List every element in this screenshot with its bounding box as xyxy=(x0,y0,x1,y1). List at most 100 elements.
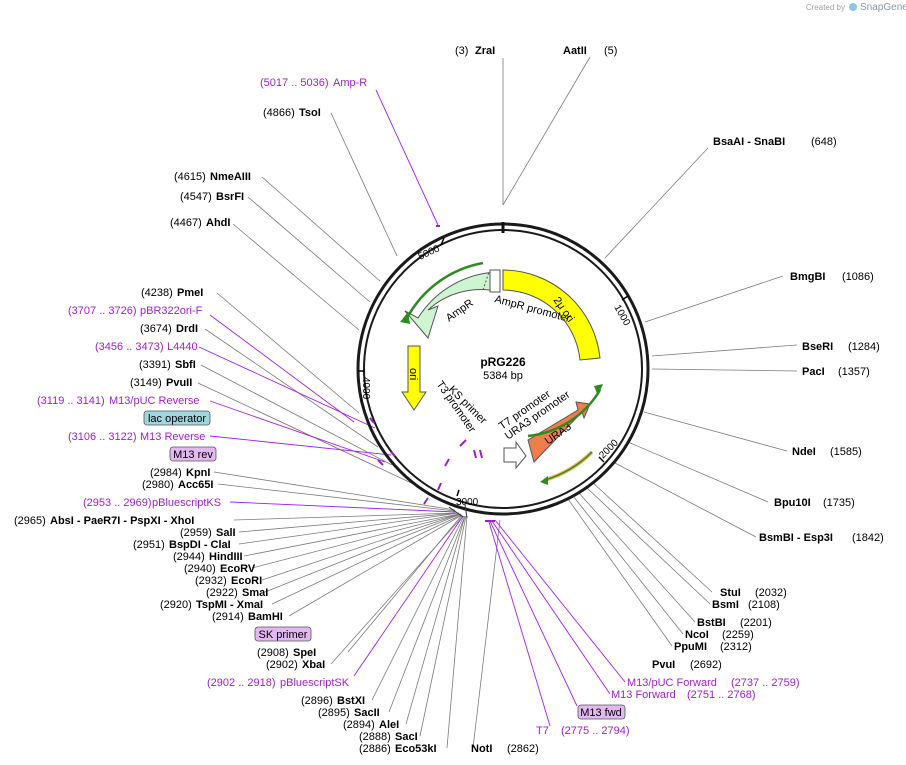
svg-text:(2108): (2108) xyxy=(748,599,780,611)
site-zrai: ZraI xyxy=(475,45,495,57)
site-pvui-right: PvuI xyxy=(652,659,675,671)
svg-text:(2862): (2862) xyxy=(507,743,539,755)
ampr-promoter-feature xyxy=(489,269,501,293)
site-ncoi: NcoI xyxy=(685,629,709,641)
feat-m13-reverse: M13 Reverse xyxy=(140,431,205,443)
svg-text:(648): (648) xyxy=(811,136,837,148)
m13-fwd-label: M13 fwd xyxy=(580,707,622,719)
svg-text:(3456 .. 3473): (3456 .. 3473) xyxy=(95,341,164,353)
site-labels: (3) ZraI AatII (5) BsaAI - SnaBI (648) B… xyxy=(14,45,884,755)
svg-text:(2312): (2312) xyxy=(720,641,752,653)
svg-text:(4547): (4547) xyxy=(180,191,212,203)
plasmid-size: 5384 bp xyxy=(483,370,523,382)
site-saci: SacI xyxy=(395,731,418,743)
svg-text:(5017 .. 5036): (5017 .. 5036) xyxy=(260,77,329,89)
svg-text:(2201): (2201) xyxy=(740,617,772,629)
svg-text:(2959): (2959) xyxy=(180,527,212,539)
two-micron-ori-feature xyxy=(502,269,601,361)
site-paci: PacI xyxy=(802,366,825,378)
svg-text:(2751 .. 2768): (2751 .. 2768) xyxy=(687,689,756,701)
svg-text:(2932): (2932) xyxy=(195,575,227,587)
svg-text:(3106 .. 3122): (3106 .. 3122) xyxy=(68,431,137,443)
site-absi-xhoi: AbsI - PaeR7I - PspXI - XhoI xyxy=(50,515,194,527)
site-bspdi-clai: BspDI - ClaI xyxy=(169,539,231,551)
svg-text:(2032): (2032) xyxy=(755,587,787,599)
ori-label: ori xyxy=(407,368,419,380)
svg-text:(5): (5) xyxy=(604,45,617,57)
arrow-feature xyxy=(503,440,527,470)
site-aatii: AatII xyxy=(563,45,587,57)
ura3-orf-arrow xyxy=(527,389,602,438)
svg-text:(2965): (2965) xyxy=(14,515,46,527)
svg-text:(3391): (3391) xyxy=(139,359,171,371)
svg-text:(2902): (2902) xyxy=(266,659,298,671)
svg-text:(4866): (4866) xyxy=(263,107,295,119)
svg-text:(2940): (2940) xyxy=(184,563,216,575)
site-ecori: EcoRI xyxy=(231,575,262,587)
primer-marks xyxy=(369,225,495,522)
svg-text:(2894): (2894) xyxy=(343,719,375,731)
site-spei: SpeI xyxy=(293,647,316,659)
sk-primer-label: SK primer xyxy=(259,629,308,641)
feat-pbluescriptsk: pBluescriptSK xyxy=(280,677,350,689)
svg-text:(2737 .. 2759): (2737 .. 2759) xyxy=(731,677,800,689)
svg-text:(2922): (2922) xyxy=(206,587,238,599)
site-sacii: SacII xyxy=(354,707,380,719)
site-eco53ki: Eco53kI xyxy=(395,743,437,755)
ampr-orf-arrow xyxy=(405,261,484,319)
svg-text:(2980): (2980) xyxy=(142,479,174,491)
svg-text:(1284): (1284) xyxy=(848,341,880,353)
m13-rev-box xyxy=(169,446,217,462)
site-bpu10i: Bpu10I xyxy=(774,497,811,509)
svg-text:(3707 .. 3726): (3707 .. 3726) xyxy=(68,305,137,317)
svg-text:(2692): (2692) xyxy=(690,659,722,671)
site-xbai: XbaI xyxy=(302,659,325,671)
svg-text:(2259): (2259) xyxy=(722,629,754,641)
site-bmgbi: BmgBI xyxy=(790,271,825,283)
ura3-promoter-bar xyxy=(544,450,594,482)
site-smai: SmaI xyxy=(242,587,268,599)
site-tspmi-xmai: TspMI - XmaI xyxy=(196,599,263,611)
site-ppumi: PpuMI xyxy=(674,641,707,653)
feature-leader-lines xyxy=(198,89,626,727)
feat-m13-forward: M13 Forward xyxy=(611,689,676,701)
feat-m13puc-forward: M13/pUC Forward xyxy=(627,677,717,689)
svg-text:(1086): (1086) xyxy=(842,271,874,283)
tick-4000: 4000 xyxy=(360,377,371,400)
site-bsmbi-esp3i: BsmBI - Esp3I xyxy=(759,532,833,544)
feat-amp-r: Amp-R xyxy=(333,77,367,89)
svg-text:(2953 .. 2969): (2953 .. 2969) xyxy=(83,497,152,509)
site-sbfi: SbfI xyxy=(175,359,196,371)
svg-text:(2984): (2984) xyxy=(150,467,182,479)
site-acc65i: Acc65I xyxy=(178,479,213,491)
lac-operator-box xyxy=(143,410,211,426)
site-bsaai-snabi: BsaAI - SnaBI xyxy=(713,136,785,148)
feat-pbr322ori-f: pBR322ori-F xyxy=(140,305,203,317)
sk-primer-box xyxy=(254,626,312,642)
svg-text:(3119 .. 3141): (3119 .. 3141) xyxy=(37,395,105,407)
svg-text:(1842): (1842) xyxy=(852,532,884,544)
site-bsrfi: BsrFI xyxy=(216,191,244,203)
site-sali: SalI xyxy=(216,527,236,539)
svg-text:(2920): (2920) xyxy=(160,599,192,611)
m13-rev-label: M13 rev xyxy=(173,449,213,461)
m13-fwd-box xyxy=(577,704,626,720)
svg-text:(2888): (2888) xyxy=(359,731,391,743)
site-tsoi: TsoI xyxy=(299,107,321,119)
feat-l4440: L4440 xyxy=(167,341,198,353)
site-bstxi: BstXI xyxy=(337,695,365,707)
svg-text:(1585): (1585) xyxy=(830,446,862,458)
tick-1000: 1000 xyxy=(611,303,632,328)
site-bsmi: BsmI xyxy=(712,599,739,611)
snapgene-logo-icon xyxy=(849,3,857,11)
credit-text: Created by xyxy=(806,3,845,12)
site-bamhi: BamHI xyxy=(248,611,283,623)
svg-text:(2896): (2896) xyxy=(301,695,333,707)
ori-feature xyxy=(401,345,427,411)
site-pmei: PmeI xyxy=(177,287,203,299)
site-bstbi: BstBI xyxy=(697,617,726,629)
feat-m13puc-reverse: M13/pUC Reverse xyxy=(109,395,199,407)
svg-text:(3149): (3149) xyxy=(130,377,162,389)
